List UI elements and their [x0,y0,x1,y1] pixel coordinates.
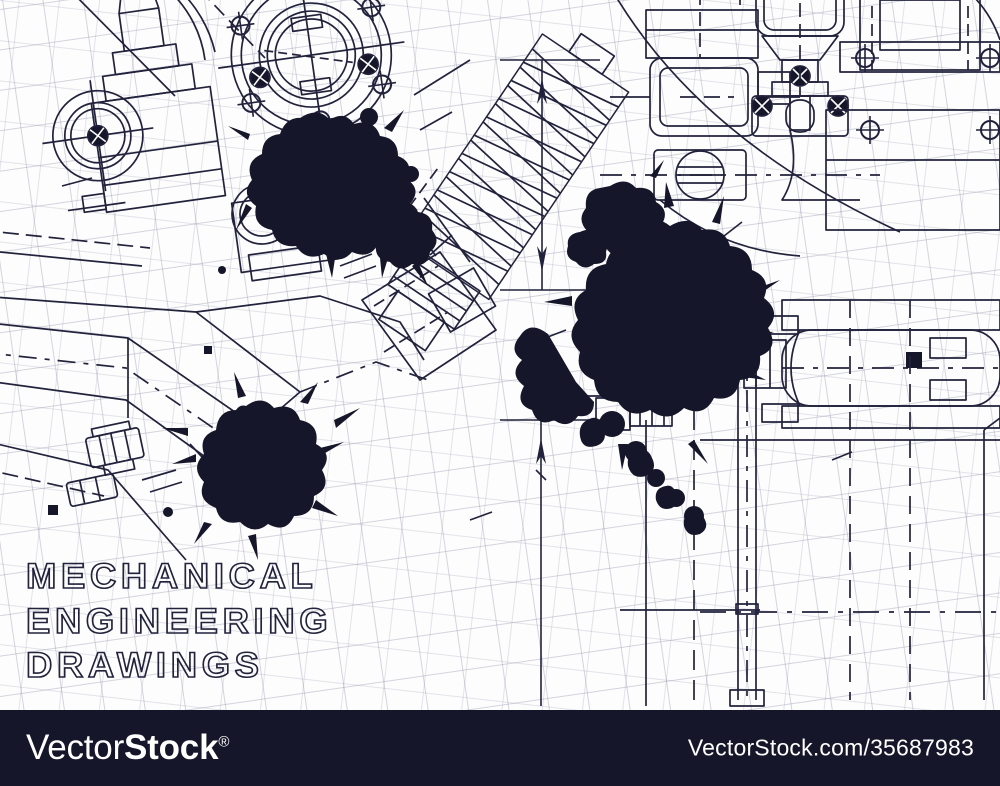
ink-blot-large-center [514,182,780,535]
ink-blot-bottom-left [172,372,344,560]
ink-droplet-5 [684,506,704,526]
ink-blot-group [162,108,780,560]
ink-streak-c [162,428,188,436]
ink-dot-4 [163,507,173,517]
logo-text-vector: Vector [26,728,125,767]
ink-droplet-3 [647,469,665,487]
ink-streak-b [334,408,360,428]
ink-blot-top-left [228,110,418,278]
ink-dot-1 [360,108,378,126]
logo-text-stock: Stock [124,728,219,767]
part-coil-spring [378,32,630,352]
part-plate-far-right [825,0,1000,231]
ink-droplet-1 [599,411,625,437]
ink-streak-a [412,262,428,286]
dimension-line-upper [500,59,600,291]
registered-trademark-icon: ® [218,733,230,751]
ink-droplet-2 [625,441,647,463]
part-bracket-beam-frame [0,295,429,561]
part-cup-nozzle-top-right [751,0,860,201]
ink-dot-2 [403,166,419,182]
dimension-line-lower [500,419,600,706]
ink-dot-3 [218,266,226,274]
mechanical-drawing-illustration [0,0,1000,707]
part-bolt-flange-assembly [42,0,227,214]
watermark-footer-bar: VectorStock® VectorStock.com/35687983 [0,710,1000,786]
ink-droplet-4 [667,489,685,507]
artwork-canvas [0,0,1000,710]
vectorstock-logo[interactable]: VectorStock® [26,728,229,768]
ink-blot-small-left [370,203,437,278]
file-reference-label: VectorStock.com/35687983 [687,734,974,761]
